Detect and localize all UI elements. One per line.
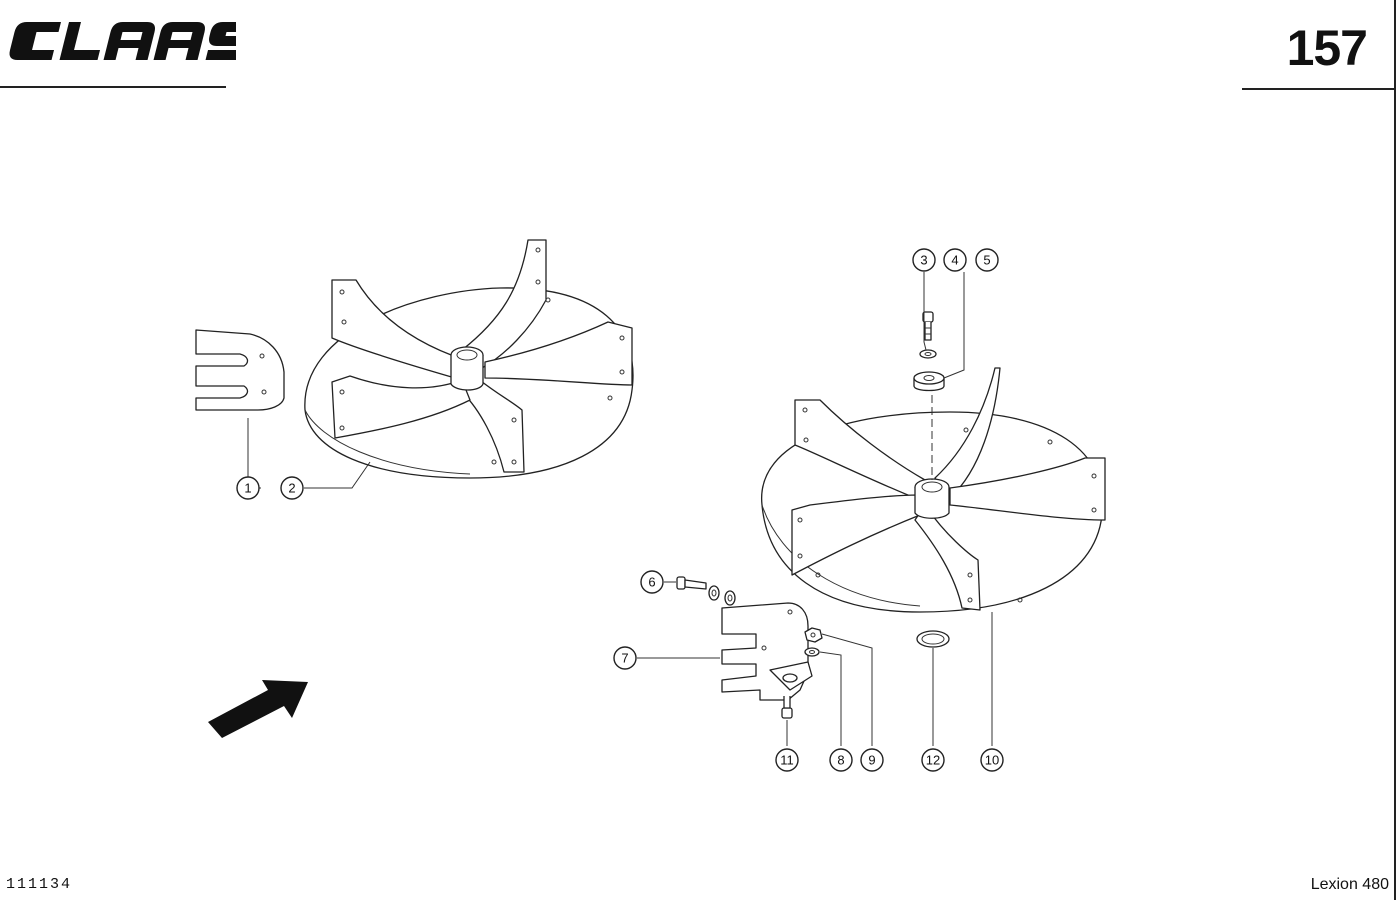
page-number: 157 <box>1286 20 1368 76</box>
header-rule-right <box>1242 88 1394 90</box>
callout-7: 7 <box>613 646 637 670</box>
callout-7-label: 7 <box>621 651 628 666</box>
fan-impeller-left <box>304 239 634 479</box>
finger-plate <box>195 329 285 411</box>
fan-impeller-right <box>761 367 1106 613</box>
callout-8: 8 <box>829 748 853 772</box>
callout-6-label: 6 <box>648 575 655 590</box>
bolt-side <box>676 576 707 590</box>
page-border <box>1394 0 1396 900</box>
claas-logo <box>9 22 236 60</box>
nut <box>804 627 823 643</box>
callout-8-label: 8 <box>837 753 844 768</box>
callout-12: 12 <box>921 748 945 772</box>
drawing-id: 111134 <box>6 876 73 893</box>
callout-9-label: 9 <box>868 753 875 768</box>
callout-3: 3 <box>912 248 936 272</box>
callout-11-label: 11 <box>780 753 794 768</box>
callout-5: 5 <box>975 248 999 272</box>
side-washers <box>708 585 736 606</box>
washer <box>804 647 820 657</box>
callout-10-label: 10 <box>985 753 999 768</box>
callout-4-label: 4 <box>951 253 958 268</box>
callout-4: 4 <box>943 248 967 272</box>
callout-9: 9 <box>860 748 884 772</box>
direction-arrow <box>208 680 308 738</box>
washer-small <box>919 349 937 359</box>
bracket <box>721 602 813 701</box>
callout-12-label: 12 <box>926 753 940 768</box>
callout-1-label: 1 <box>244 481 251 496</box>
thick-washer <box>913 371 945 392</box>
bolt-bottom <box>781 696 793 719</box>
header-rule-left <box>0 86 226 88</box>
callout-11: 11 <box>775 748 799 772</box>
ring <box>916 630 950 648</box>
callout-2: 2 <box>280 476 304 500</box>
model-label: Lexion 480 <box>1310 876 1389 893</box>
callout-3-label: 3 <box>920 253 927 268</box>
callout-6: 6 <box>640 570 664 594</box>
callout-2-label: 2 <box>288 481 295 496</box>
callout-5-label: 5 <box>983 253 990 268</box>
callout-1: 1 <box>236 476 260 500</box>
callout-10: 10 <box>980 748 1004 772</box>
bolt-top <box>922 311 934 341</box>
